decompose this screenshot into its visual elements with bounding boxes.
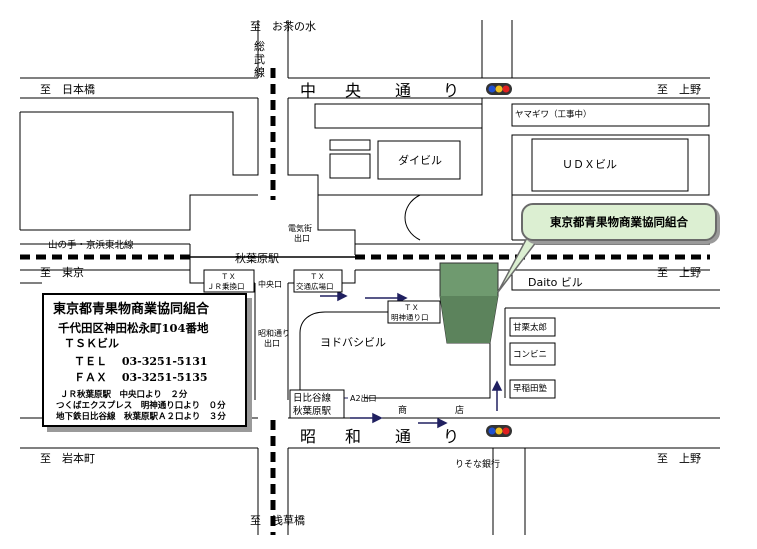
tx-kotsu-label-1: ＴＸ bbox=[310, 272, 325, 281]
direction-arrow-icon bbox=[491, 380, 503, 411]
target-callout: 東京都青果物商業協同組合 bbox=[521, 203, 717, 241]
info-title: 東京都青果物商業協同組合 bbox=[53, 302, 210, 317]
info-tel: ＴＥＬ 03-3251-5131 bbox=[74, 355, 208, 368]
waseda-label: 早稲田塾 bbox=[513, 383, 548, 394]
info-fax: ＦＡＸ 03-3251-5135 bbox=[74, 371, 208, 384]
sobu-line-label-2: 武 bbox=[254, 53, 265, 66]
showa-dori-char-4: り bbox=[443, 427, 459, 446]
direction-asakusabashi: 至 浅草橋 bbox=[250, 513, 305, 527]
showa-dori-char-2: 和 bbox=[345, 427, 361, 446]
info-access-3: 地下鉄日比谷線 秋葉原駅Ａ２口より ３分 bbox=[56, 412, 226, 422]
tx-myojin-label-2: 明神通り口 bbox=[391, 312, 429, 322]
direction-arrow-icon bbox=[365, 292, 408, 304]
info-access-1: ＪＲ秋葉原駅 中央口より ２分 bbox=[60, 390, 188, 400]
showa-dori-char-1: 昭 bbox=[300, 427, 316, 446]
direction-ueno-top: 至 上野 bbox=[657, 83, 701, 96]
sobu-line-label-1: 総 bbox=[254, 39, 265, 53]
hibiya-label-2: 秋葉原駅 bbox=[293, 405, 332, 417]
showa-exit-label-1: 昭和通り bbox=[258, 328, 290, 338]
direction-arrow-icon bbox=[350, 412, 383, 424]
direction-nihonbashi: 至 日本橋 bbox=[40, 82, 95, 96]
sobu-line-label-3: 線 bbox=[254, 65, 265, 79]
chuo-dori-char-3: 通 bbox=[395, 81, 411, 100]
tx-jr-label-1: ＴＸ bbox=[221, 272, 236, 281]
central-exit-label: 中央口 bbox=[258, 279, 282, 289]
showa-dori-char-3: 通 bbox=[395, 427, 411, 446]
direction-arrow-icon bbox=[418, 417, 448, 429]
konbini-label: コンビニ bbox=[513, 350, 547, 360]
yamanote-line-label: 山の手・京浜東北線 bbox=[48, 239, 134, 251]
direction-ueno-mid: 至 上野 bbox=[657, 266, 701, 279]
denkigai-exit-label-1: 電気街 bbox=[288, 223, 312, 233]
yodobashi-label: ヨドバシビル bbox=[320, 336, 386, 349]
hibiya-label-1: 日比谷線 bbox=[293, 392, 332, 404]
direction-tokyo: 至 東京 bbox=[40, 265, 84, 279]
traffic-signal-icon bbox=[486, 83, 512, 95]
akihabara-station-label: 秋葉原駅 bbox=[235, 251, 279, 265]
tx-jr-label-2: ＪＲ乗換口 bbox=[207, 281, 245, 291]
info-box: 東京都青果物商業協同組合 千代田区神田松永町104番地 ＴＳＫビル ＴＥＬ 03… bbox=[42, 293, 247, 427]
direction-ochanomizu: 至 お茶の水 bbox=[250, 20, 316, 33]
direction-ueno-bottom: 至 上野 bbox=[657, 452, 701, 465]
resona-label: りそな銀行 bbox=[455, 458, 500, 470]
traffic-signal-icon bbox=[486, 425, 512, 437]
tx-kotsu-label-2: 交通広場口 bbox=[296, 281, 334, 291]
daibiru-label: ダイビル bbox=[398, 153, 442, 167]
yamagiwa-label: ヤマギワ（工事中） bbox=[515, 109, 592, 120]
direction-arrow-icon bbox=[320, 290, 348, 302]
showa-exit-label-2: 出口 bbox=[264, 338, 280, 348]
tx-myojin-label-1: ＴＸ bbox=[404, 303, 419, 312]
udx-label: ＵＤＸビル bbox=[562, 158, 617, 171]
shoten-label-2: 店 bbox=[455, 404, 464, 416]
direction-iwamotocho: 至 岩本町 bbox=[40, 451, 95, 465]
chuo-dori-char-4: り bbox=[443, 81, 459, 100]
a2-exit-label: A2出口 bbox=[350, 393, 377, 403]
shoten-label-1: 商 bbox=[398, 404, 407, 416]
info-building: ＴＳＫビル bbox=[64, 337, 119, 350]
amaguri-label: 甘栗太郎 bbox=[513, 322, 547, 333]
info-access-2: つくばエクスプレス 明神通り口より ０分 bbox=[56, 401, 226, 411]
chuo-dori-char-2: 央 bbox=[345, 81, 361, 100]
chuo-dori-char-1: 中 bbox=[300, 81, 316, 100]
info-address: 千代田区神田松永町104番地 bbox=[58, 321, 209, 335]
denkigai-exit-label-2: 出口 bbox=[294, 233, 310, 243]
daito-label: Daito ビル bbox=[528, 276, 583, 289]
